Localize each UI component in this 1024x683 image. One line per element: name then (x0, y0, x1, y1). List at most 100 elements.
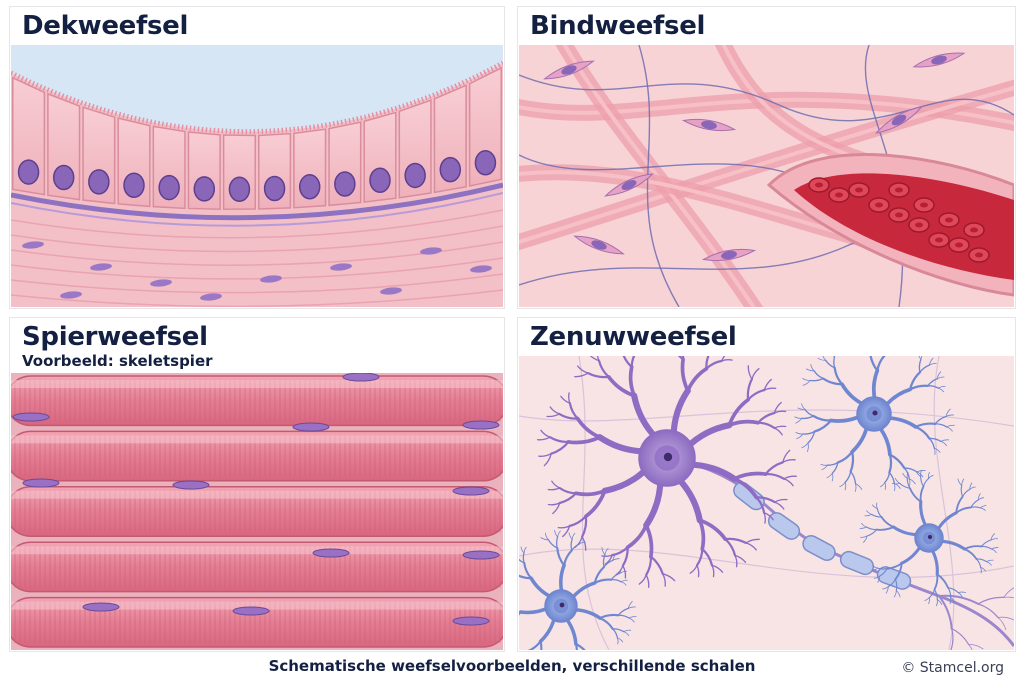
dendrite (558, 412, 579, 420)
muscle-nucleus (292, 422, 330, 432)
red-blood-cell-center (855, 187, 863, 193)
dendrite (558, 486, 578, 495)
dendrite (522, 552, 525, 564)
dendrite (520, 546, 525, 554)
dendrite (895, 590, 901, 598)
dendrite (773, 427, 783, 436)
fiber-highlight (11, 435, 503, 444)
dendrite (933, 447, 941, 453)
dendrite (975, 558, 982, 568)
dendrite (574, 642, 578, 650)
dendrite (859, 526, 867, 529)
neuron-illustration (519, 356, 1014, 650)
dendrite (612, 558, 620, 561)
dendrite (970, 506, 981, 509)
red-blood-cell-center (815, 182, 823, 188)
dendrite (562, 525, 571, 538)
dendrite (991, 548, 997, 554)
fibroblast-nucleus (260, 275, 282, 283)
dendrite (997, 617, 1007, 630)
red-blood-cell-center (895, 212, 903, 218)
dendrite (977, 497, 985, 501)
dendrite (540, 429, 551, 438)
dendrite (877, 567, 888, 570)
muscle-nucleus (342, 373, 380, 382)
dendrite (940, 439, 950, 442)
neuron-soma-nucleolus (663, 452, 673, 462)
dendrite (977, 493, 981, 501)
dendrite (854, 483, 857, 492)
dendrite (908, 371, 922, 391)
dendrite (822, 356, 827, 361)
dendrite (865, 526, 878, 531)
dendrite (850, 470, 857, 485)
fibroblast-nucleus (701, 120, 717, 130)
dendrite (625, 523, 649, 550)
dendrite (806, 442, 809, 453)
dendrite (844, 470, 852, 483)
dendrite (519, 610, 522, 614)
dendrite (955, 506, 972, 514)
dendrite (763, 387, 777, 391)
connective-fiber (11, 289, 503, 307)
cell-nucleus (404, 162, 426, 189)
myelin-segment (802, 535, 836, 561)
dendrite (689, 564, 698, 574)
collagen-fibril (519, 97, 1014, 126)
dendrite (617, 637, 619, 645)
panel-epithelial: Dekweefsel (9, 6, 505, 309)
dendrite (589, 356, 600, 362)
dendrite (596, 356, 600, 362)
panel-connective: Bindweefsel (517, 6, 1016, 309)
striations (14, 380, 501, 422)
dendrite (892, 483, 901, 485)
collagen-fibril (519, 85, 1014, 244)
red-blood-cell-center (875, 202, 883, 208)
dendrite (732, 471, 768, 481)
dendrite (920, 356, 923, 360)
fibroblast-nucleus (200, 293, 222, 301)
dendrite (888, 453, 893, 474)
dendrite (950, 628, 954, 650)
microvilli-edge (11, 60, 503, 135)
red-blood-cell-center (920, 202, 928, 208)
dendrite (946, 426, 953, 432)
dendrite (906, 477, 911, 489)
dendrite (909, 487, 922, 503)
dendrite (610, 579, 622, 583)
dendrite (619, 570, 627, 574)
dendrite (638, 574, 647, 585)
dendrite (980, 545, 993, 550)
dendrite (957, 592, 964, 599)
striations (14, 490, 501, 533)
fibroblast-nucleus (891, 114, 907, 126)
dendrite (547, 539, 558, 549)
dendrite (705, 356, 710, 370)
dendrite (866, 510, 872, 515)
dendrite (802, 430, 816, 435)
dendrite (937, 385, 946, 389)
muscle-nucleus (12, 412, 50, 422)
dendrite (551, 480, 561, 489)
dendrite (824, 359, 836, 369)
dendrite (990, 538, 998, 541)
dendrite (844, 481, 847, 491)
dendrite (617, 607, 629, 616)
dendrite (604, 554, 613, 565)
dendrite (796, 433, 804, 440)
dendrite (681, 356, 685, 361)
red-blood-cell-center (895, 187, 903, 193)
dendrite (628, 617, 635, 623)
dendrite (721, 356, 726, 362)
dendrite (755, 496, 776, 504)
dendrite (701, 547, 714, 567)
cell-nucleus (263, 175, 286, 202)
dendrite (884, 481, 886, 490)
fibroblast-nucleus (931, 55, 947, 65)
background-fiber (519, 548, 1014, 579)
dendrite (871, 513, 883, 518)
dendrite (764, 461, 784, 476)
dendrite (849, 450, 855, 473)
dendrite (879, 481, 886, 488)
dendrite (519, 574, 533, 580)
